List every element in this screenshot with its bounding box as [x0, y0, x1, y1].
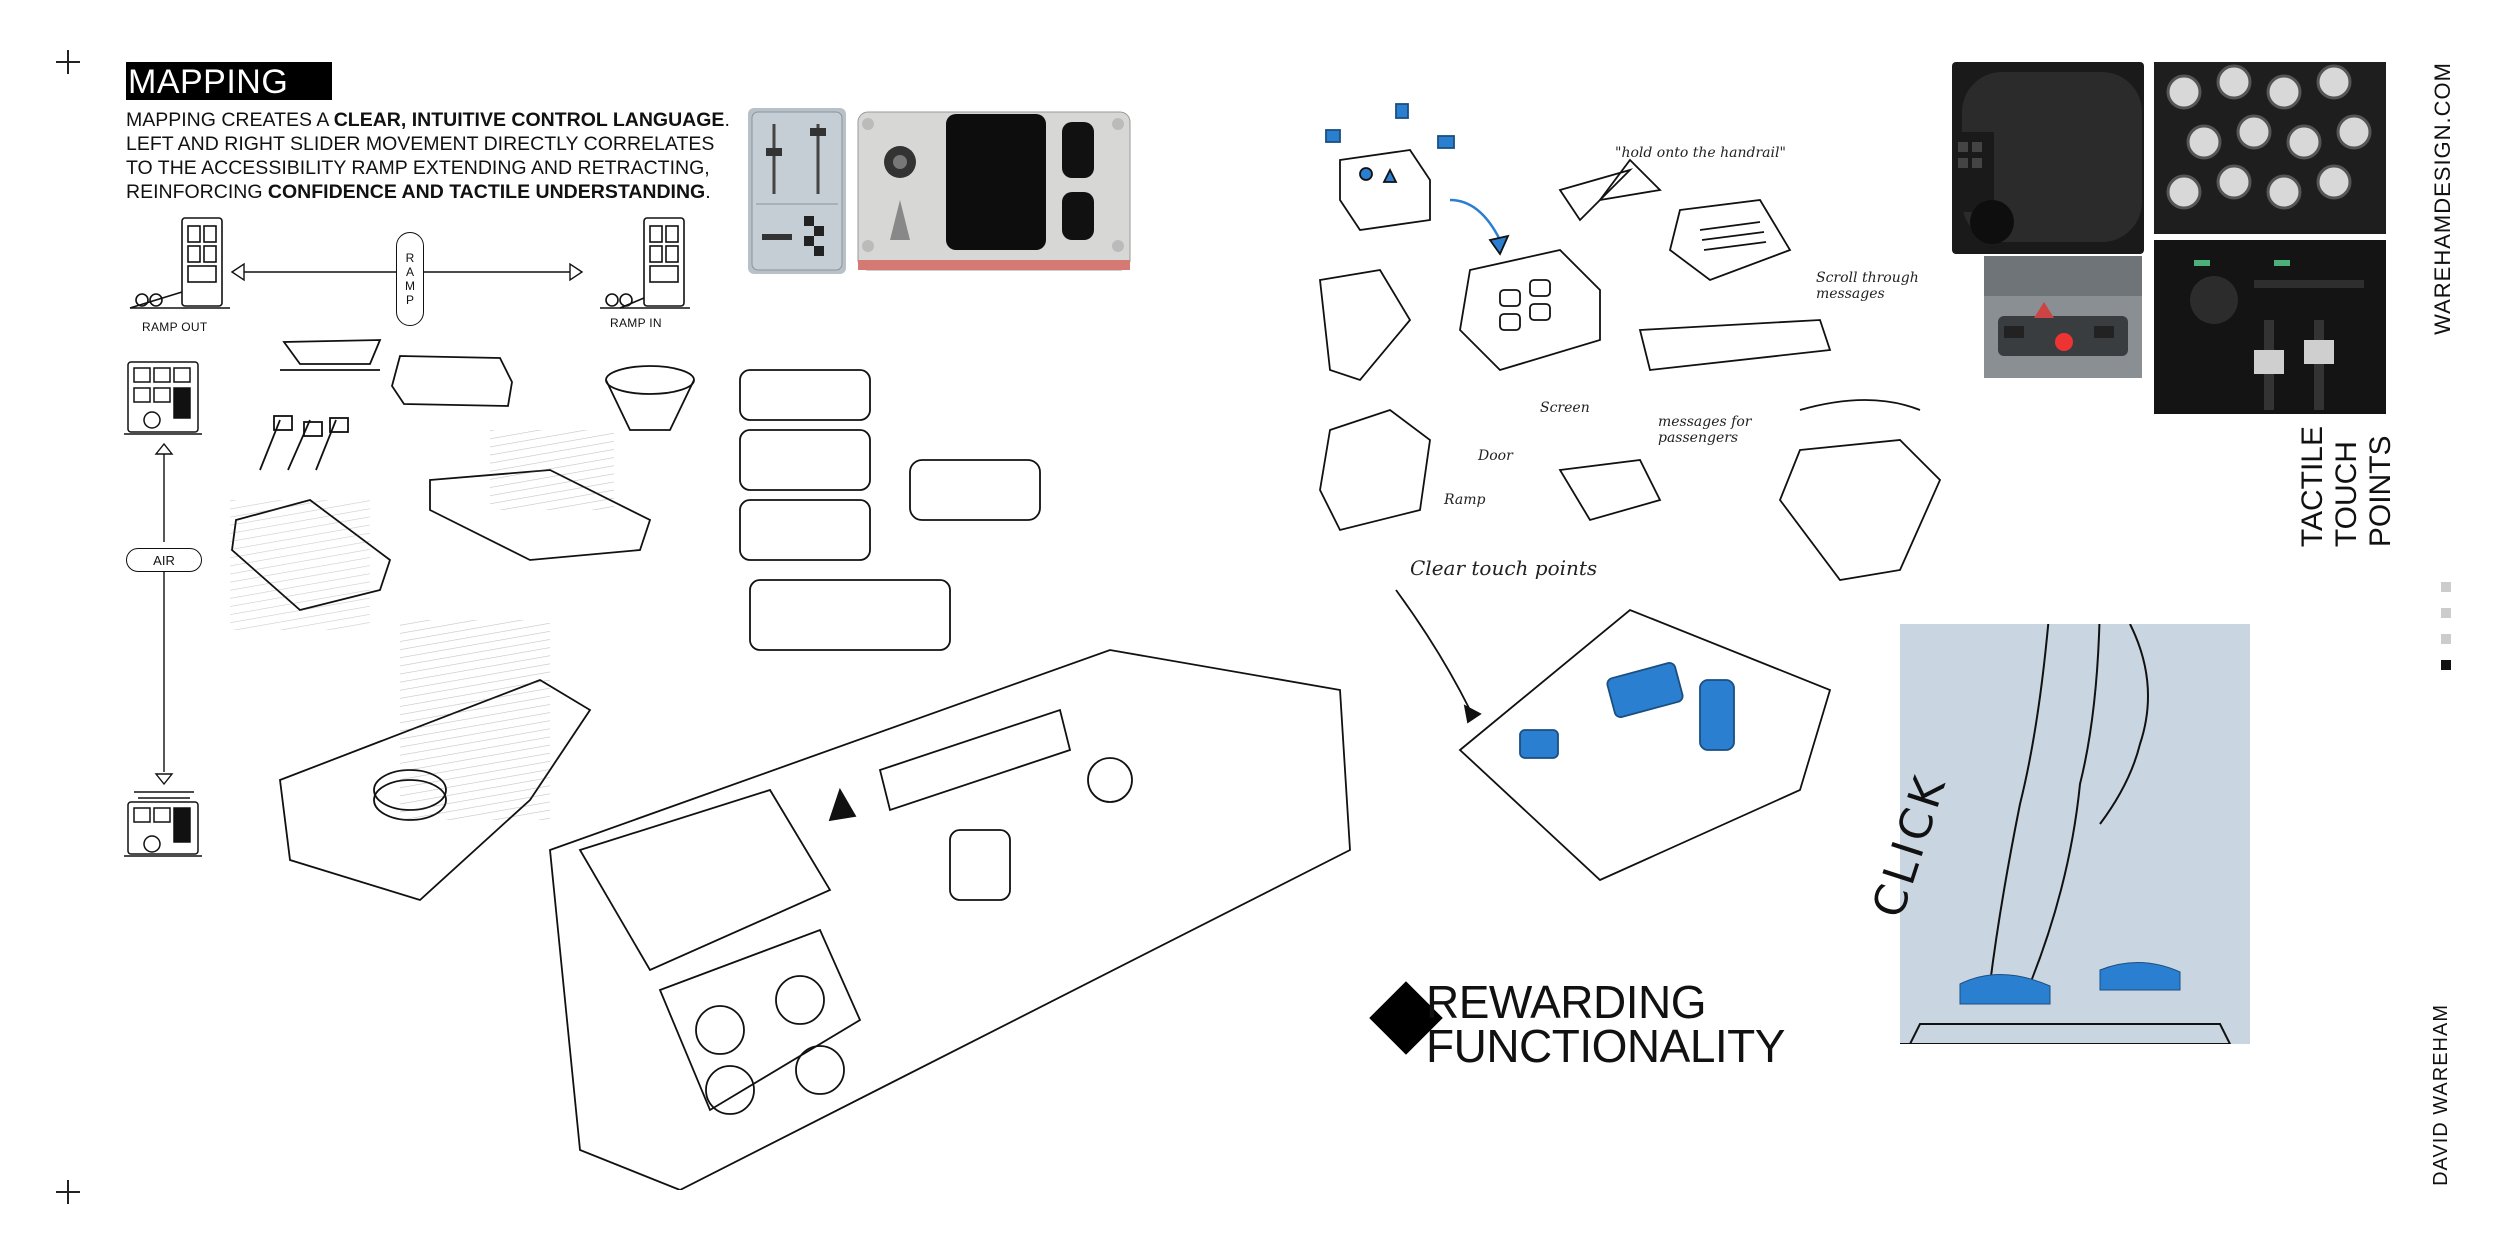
tactile-line: POINTS — [2364, 435, 2397, 548]
note-door: Door — [1478, 448, 1513, 464]
note-hold-handrail: "hold onto the handrail" — [1615, 145, 1786, 161]
control-panel-photo — [856, 110, 1132, 274]
ramp-letter: M — [405, 279, 415, 293]
page-indicator-dot-active[interactable] — [2441, 660, 2451, 670]
ramp-letter: A — [405, 265, 414, 279]
website-label: WAREHAMDESIGN.COM — [2430, 62, 2455, 335]
crosshair-bottom-left — [56, 1180, 80, 1204]
tactile-touch-points-label: TACTILE TOUCH POINTS — [2296, 426, 2398, 547]
dial-controller-photo — [1952, 62, 2144, 254]
ramp-pill: R A M P — [396, 232, 424, 326]
headline: REWARDING FUNCTIONALITY — [1426, 976, 1785, 1072]
note-ramp: Ramp — [1444, 492, 1486, 508]
tactile-line: TACTILE — [2296, 426, 2329, 548]
click-illustration-panel — [1900, 624, 2250, 1044]
slider-control-photo — [748, 108, 846, 274]
right-sketches — [1319, 103, 1942, 882]
note-messages-passengers: messages for passengers — [1658, 414, 1752, 446]
bus-panel-photo — [1984, 256, 2142, 378]
ramp-mapping-diagram — [124, 217, 690, 857]
bus-ramp-out-icon — [129, 217, 230, 309]
intro-bold-1: CLEAR, INTUITIVE CONTROL LANGUAGE — [333, 109, 725, 131]
intro-text-2: . LEFT AND RIGHT SLIDER MOVEMENT DIRECTL… — [126, 109, 730, 203]
note-screen: Screen — [1540, 400, 1590, 416]
left-sketches — [230, 339, 1351, 1190]
air-pill: AIR — [126, 548, 202, 572]
headline-line-1: REWARDING — [1426, 976, 1707, 1028]
crosshair-top-left — [56, 50, 80, 74]
intro-bold-2: CONFIDENCE AND TACTILE UNDERSTANDING — [267, 181, 706, 203]
page-title: MAPPING — [126, 62, 332, 101]
bus-air-bottom-icon — [124, 791, 202, 857]
author-label: DAVID WAREHAM — [2430, 1004, 2452, 1186]
mixer-slider-photo — [2154, 240, 2386, 414]
ramp-letter: R — [405, 251, 415, 265]
ramp-letter: P — [405, 293, 414, 307]
intro-text-3: . — [705, 181, 711, 203]
page-indicator-dot[interactable] — [2441, 608, 2451, 618]
bus-air-top-icon — [124, 361, 202, 435]
intro-paragraph: MAPPING CREATES A CLEAR, INTUITIVE CONTR… — [126, 108, 746, 204]
bus-ramp-in-icon — [600, 217, 690, 309]
note-clear-touch: Clear touch points — [1410, 556, 1598, 580]
intro-text-1: MAPPING CREATES A — [126, 109, 334, 131]
tactile-line: TOUCH — [2330, 441, 2363, 548]
typewriter-keys-photo — [2154, 62, 2386, 234]
ramp-in-label: RAMP IN — [610, 316, 662, 330]
headline-line-2: FUNCTIONALITY — [1426, 1020, 1785, 1072]
ramp-out-label: RAMP OUT — [142, 320, 208, 334]
note-scroll-messages: Scroll through messages — [1816, 270, 1919, 302]
page-indicator-dot[interactable] — [2441, 582, 2451, 592]
page-indicator-dot[interactable] — [2441, 634, 2451, 644]
